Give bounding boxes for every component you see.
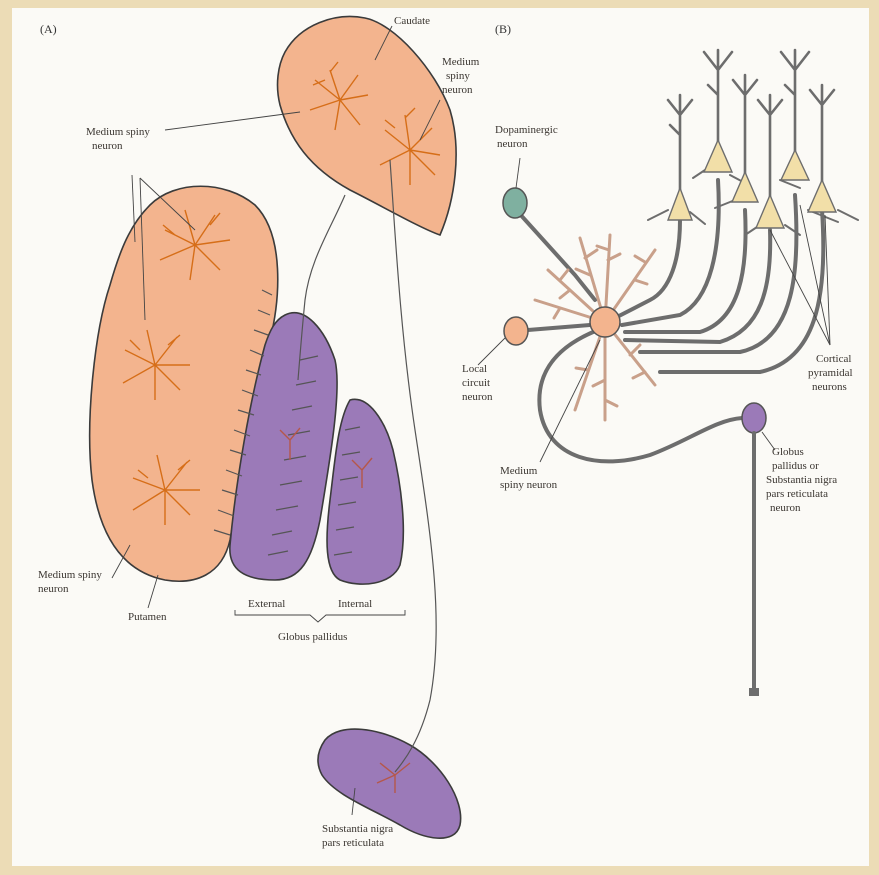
local-circuit-neuron-soma bbox=[504, 317, 528, 345]
local-circuit-label-1: Local bbox=[462, 363, 487, 375]
internal-label: Internal bbox=[338, 598, 372, 610]
gp-snr-label-3: Substantia nigra bbox=[766, 474, 837, 486]
external-label: External bbox=[248, 598, 285, 610]
msn-soma bbox=[590, 307, 620, 337]
dopaminergic-label-1: Dopaminergic bbox=[495, 124, 558, 136]
caudate-shape bbox=[278, 17, 457, 235]
local-circuit-axon bbox=[528, 325, 590, 330]
medium-spiny-top-label-2: neuron bbox=[92, 140, 123, 152]
medium-spiny-bottom-label-2: neuron bbox=[38, 583, 69, 595]
substantia-nigra-shape bbox=[318, 729, 461, 838]
gp-snr-label-4: pars reticulata bbox=[766, 488, 828, 500]
gp-snr-label-1: Globus bbox=[772, 446, 804, 458]
pyramidal-label-2: pyramidal bbox=[808, 367, 853, 379]
medium-spiny-caudate-label-3: neuron bbox=[442, 84, 473, 96]
pyramidal-label-1: Cortical bbox=[816, 353, 851, 365]
dopaminergic-neuron-soma bbox=[503, 188, 527, 218]
pyramidal-label-3: neurons bbox=[812, 381, 847, 393]
gp-snr-axon-terminal bbox=[749, 688, 759, 696]
gp-snr-neuron-soma bbox=[742, 403, 766, 433]
globus-pallidus-internal-shape bbox=[327, 399, 403, 584]
caudate-label: Caudate bbox=[394, 15, 430, 27]
msn-label-1: Medium bbox=[500, 465, 538, 477]
panel-b-label: (B) bbox=[495, 22, 511, 36]
gp-snr-label-5: neuron bbox=[770, 502, 801, 514]
corticostriatal-axons bbox=[615, 180, 823, 372]
putamen-label: Putamen bbox=[128, 611, 167, 623]
substantia-nigra-label-1: Substantia nigra bbox=[322, 823, 393, 835]
panel-b-leader-lines bbox=[478, 158, 830, 462]
dopaminergic-label-2: neuron bbox=[497, 138, 528, 150]
msn-axon-to-gp bbox=[539, 330, 742, 461]
globus-pallidus-brace bbox=[235, 610, 405, 622]
gp-snr-label-2: pallidus or bbox=[772, 460, 819, 472]
dopaminergic-axon bbox=[518, 212, 595, 300]
panel-a-label: (A) bbox=[40, 22, 57, 36]
medium-spiny-top-label-1: Medium spiny bbox=[86, 126, 150, 138]
substantia-nigra-label-2: pars reticulata bbox=[322, 837, 384, 849]
medium-spiny-caudate-label-2: spiny bbox=[446, 70, 470, 82]
local-circuit-label-3: neuron bbox=[462, 391, 493, 403]
medium-spiny-caudate-label-1: Medium bbox=[442, 56, 480, 68]
medium-spiny-bottom-label-1: Medium spiny bbox=[38, 569, 102, 581]
globus-pallidus-label: Globus pallidus bbox=[278, 631, 347, 643]
msn-label-2: spiny neuron bbox=[500, 479, 558, 491]
local-circuit-label-2: circuit bbox=[462, 377, 490, 389]
